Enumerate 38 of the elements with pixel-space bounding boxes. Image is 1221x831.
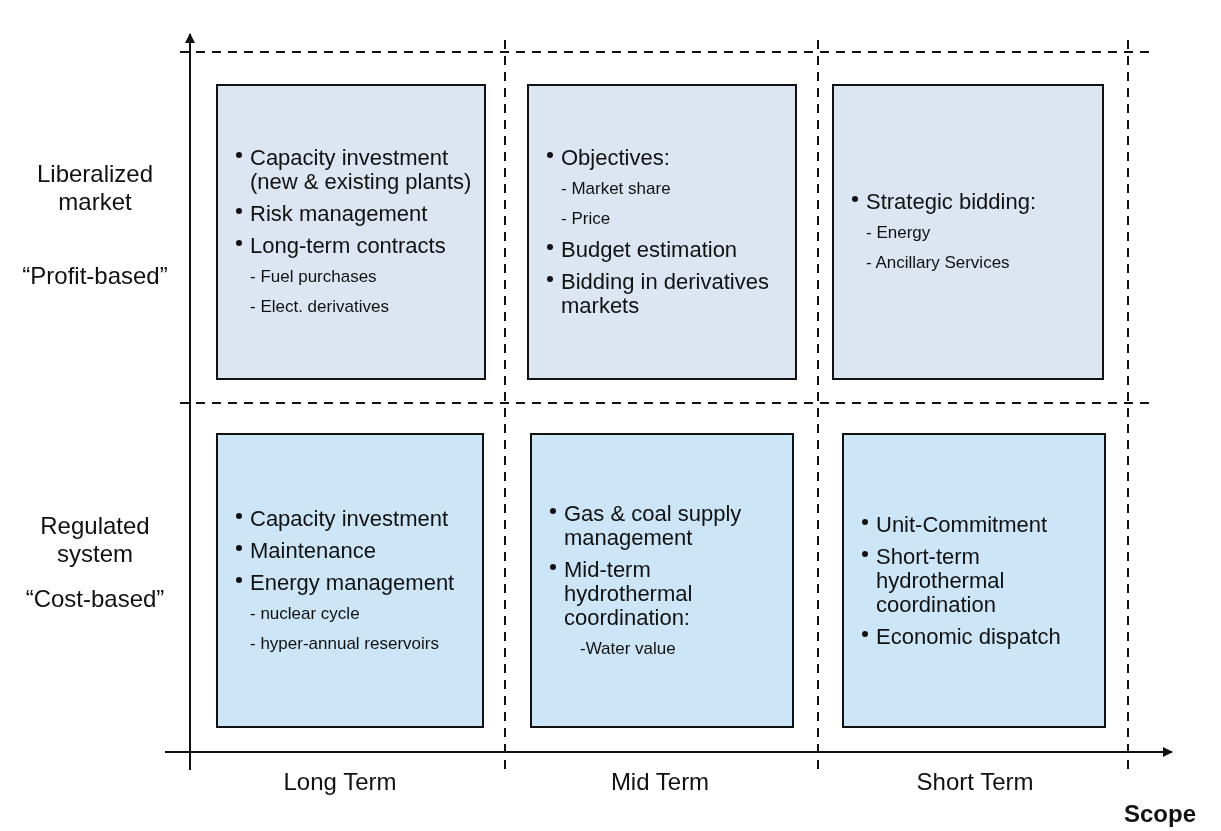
sub-item-text: - Energy	[865, 223, 932, 243]
row-label: “Cost-based”	[24, 585, 166, 613]
bullet-item-text: Capacity investment	[250, 506, 450, 531]
sub-item-text: - Market share	[560, 179, 672, 199]
bullet-item-text: Risk management	[250, 202, 429, 226]
bullet-item-text: Objectives:	[561, 146, 671, 170]
sub-item-text: - Fuel purchases	[249, 267, 378, 287]
text-box	[530, 433, 794, 728]
text-box	[216, 84, 486, 380]
bullet-item-text: Mid-term hydrothermal coordination:	[564, 557, 694, 630]
text-box	[842, 433, 1106, 728]
bullet-item-text: Gas & coal supply management	[564, 501, 743, 550]
text-box	[216, 433, 484, 728]
column-label: Mid Term	[609, 768, 711, 796]
bullet-item-text: Energy management	[250, 570, 456, 595]
sub-item-text: - nuclear cycle	[249, 603, 361, 624]
bullet-item-text: Budget estimation	[561, 238, 739, 262]
row-label: Regulated system	[39, 512, 151, 568]
text-box	[832, 84, 1104, 380]
sub-item-text: - Ancillary Services	[865, 253, 1011, 273]
row-label: Liberalized market	[35, 160, 155, 216]
sub-item-text: - hyper-annual reservoirs	[249, 633, 440, 654]
axis-title: Scope	[1123, 800, 1197, 828]
text-box	[527, 84, 797, 380]
bullet-item-text: Unit-Commitment	[876, 512, 1049, 537]
bullet-item-text: Maintenance	[250, 538, 377, 563]
bullet-item-text: Long-term contracts	[250, 234, 447, 258]
sub-item-text: - Price	[560, 209, 612, 229]
column-label: Short Term	[915, 768, 1035, 796]
bullet-item-text: Economic dispatch	[876, 624, 1062, 649]
bullet-item-text: Strategic bidding:	[866, 190, 1037, 214]
column-label: Long Term	[282, 768, 398, 796]
sub-item-text: - Elect. derivatives	[249, 297, 390, 317]
bullet-item-text: Capacity investment (new & existing plants)	[250, 146, 473, 194]
row-label: “Profit-based”	[21, 262, 169, 290]
bullet-item-text: Bidding in derivatives markets	[561, 270, 770, 318]
sub-item-text: -Water value	[579, 638, 677, 659]
bullet-item-text: Short-term hydrothermal coordination	[876, 544, 1006, 617]
